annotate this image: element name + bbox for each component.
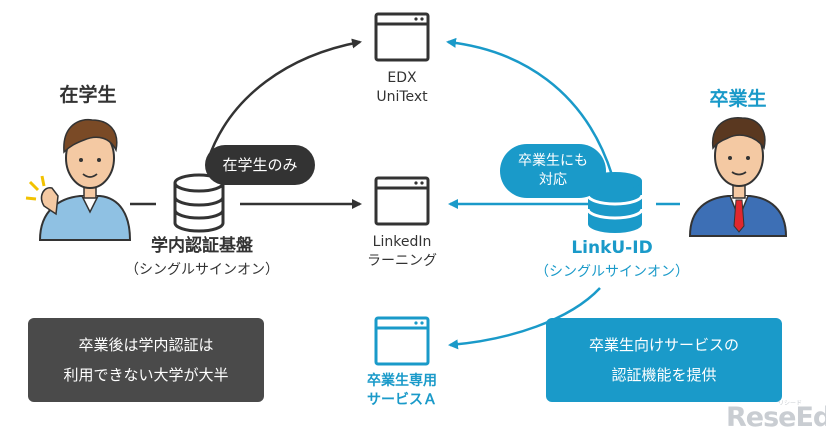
current-student-label: 在学生 <box>59 84 117 106</box>
note-campus-line2: 利用できない大学が大半 <box>63 366 229 384</box>
resed-logo-sub: リシード <box>778 400 803 407</box>
graduate-avatar <box>688 116 788 237</box>
arrow-linku-to-edx <box>446 37 614 176</box>
graduates-supported-badge-line1: 卒業生にも <box>518 153 588 169</box>
grad-service-label: 卒業生専用 <box>367 373 437 389</box>
resed-logo: ReseEd <box>726 402 826 433</box>
note-linku-line2: 認証機能を提供 <box>611 366 717 384</box>
linkedin-sublabel: ラーニング <box>367 253 437 269</box>
note-box-linku-feature: 卒業生向けサービスの 認証機能を提供 <box>546 318 782 402</box>
linkedin-label: LinkedIn <box>372 234 432 250</box>
database-icon-campus <box>173 173 225 233</box>
linku-label: LinkU-ID <box>571 238 653 258</box>
arrow-linku-to-grad-service <box>448 287 601 350</box>
graduates-supported-badge: 卒業生にも 対応 <box>500 144 606 198</box>
window-icon-edx <box>374 12 430 62</box>
students-only-badge: 在学生のみ <box>205 145 315 185</box>
graduate-label: 卒業生 <box>709 88 767 110</box>
note-campus-line1: 卒業後は学内認証は <box>78 336 214 354</box>
note-linku-line1: 卒業生向けサービスの <box>588 336 739 354</box>
campus-auth-label: 学内認証基盤 <box>151 236 253 256</box>
student-avatar <box>25 118 132 241</box>
arrow-campus-to-edx <box>206 38 362 161</box>
graduates-supported-badge-line2: 対応 <box>539 172 567 188</box>
campus-auth-sublabel: （シングルサインオン） <box>125 262 279 278</box>
linku-sublabel: （シングルサインオン） <box>535 264 689 280</box>
window-icon-linkedin <box>374 176 430 226</box>
note-box-campus-limitation: 卒業後は学内認証は 利用できない大学が大半 <box>28 318 264 402</box>
edx-sublabel: UniText <box>376 89 428 105</box>
students-only-badge-text: 在学生のみ <box>222 155 298 174</box>
grad-service-sublabel: サービスＡ <box>367 392 437 408</box>
window-icon-grad-service <box>374 316 430 366</box>
edx-label: EDX <box>387 70 417 86</box>
